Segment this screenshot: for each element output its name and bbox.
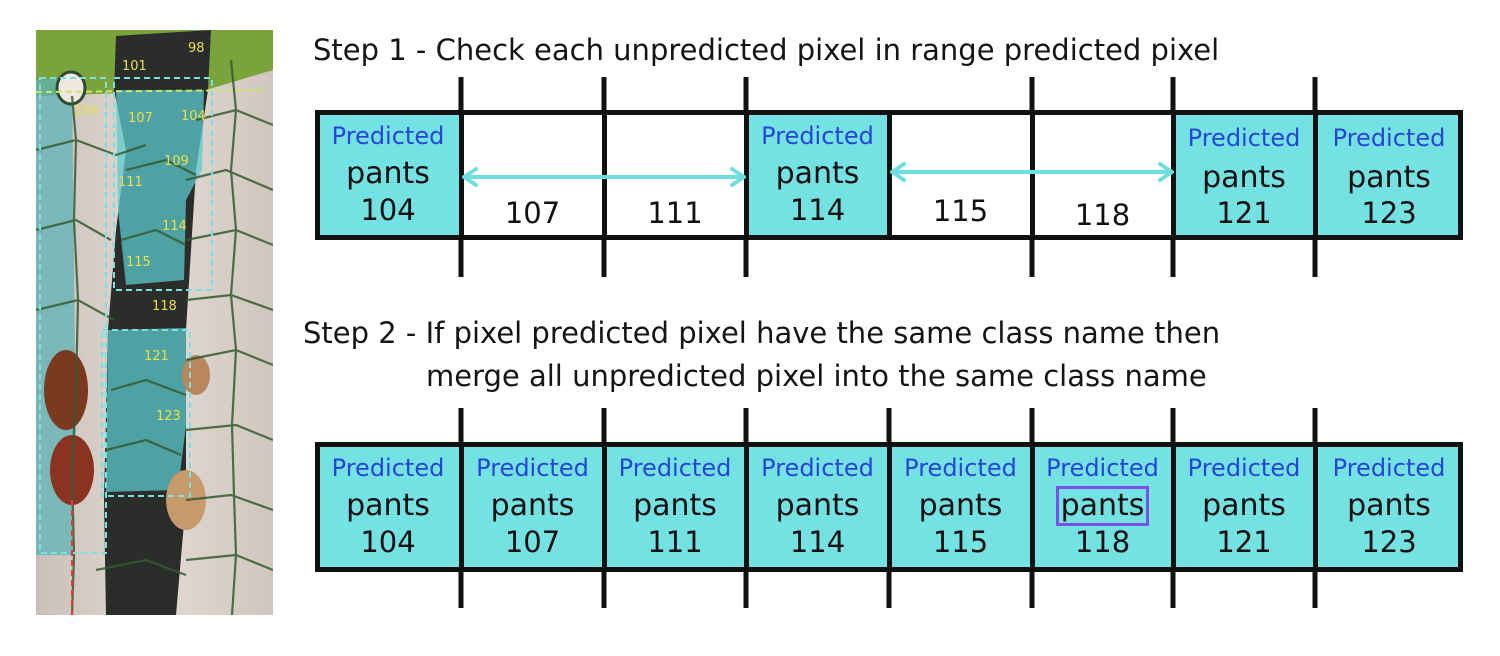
predicted-label: Predicted: [761, 122, 874, 150]
class-name: pants: [1347, 488, 1431, 523]
class-name: pants: [346, 156, 430, 191]
pixel-id: 123: [1361, 525, 1417, 559]
pixel-cell: Predicted pants 123: [1315, 110, 1463, 240]
pixel-cell: Predicted pants 114: [746, 110, 889, 240]
step1-title: Step 1 - Check each unpredicted pixel in…: [313, 33, 1220, 67]
pixel-id: 104: [360, 525, 416, 559]
pixel-cell: Predicted pants 115: [889, 442, 1032, 572]
pixel-cell: 107: [461, 110, 604, 240]
class-name: pants: [1202, 488, 1286, 523]
pixel-id: 111: [647, 525, 703, 559]
pixel-id: 107: [504, 196, 561, 230]
class-name: pants: [1347, 160, 1431, 195]
segment-label: 114: [162, 219, 187, 234]
predicted-label: Predicted: [1187, 454, 1301, 482]
segment-label: 111: [118, 175, 143, 190]
predicted-label: Predicted: [1046, 454, 1159, 482]
pixel-cell: Predicted pants 107: [461, 442, 604, 572]
step2-pixel-row: Predicted pants 104 Predicted pants 107 …: [315, 442, 1463, 572]
predicted-label: Predicted: [1187, 124, 1301, 152]
highlighted-class-name: pants: [1055, 486, 1150, 526]
pixel-id: 111: [647, 196, 703, 230]
pixel-cell: Predicted pants 114: [746, 442, 889, 572]
predicted-label: Predicted: [331, 122, 445, 150]
pixel-cell: Predicted pants 111: [604, 442, 746, 572]
pixel-id: 121: [1216, 196, 1272, 230]
step2-title-line2: merge all unpredicted pixel into the sam…: [426, 359, 1207, 393]
pixel-cell: Predicted pants 104: [315, 442, 461, 572]
class-name: pants: [775, 488, 860, 523]
pixel-cell: Predicted pants 121: [1173, 110, 1315, 240]
segment-label: 101: [122, 59, 147, 74]
predicted-label: Predicted: [1332, 124, 1446, 152]
class-name: pants: [775, 156, 860, 191]
segment-label: 118: [152, 299, 177, 314]
segment-label: 104: [181, 109, 206, 124]
pixel-id: 114: [789, 525, 846, 559]
pixel-id: 104: [360, 193, 416, 227]
predicted-label: Predicted: [476, 454, 589, 482]
pixel-cell: 111: [604, 110, 746, 240]
segment-label: 121: [144, 349, 169, 364]
segment-label: 109: [164, 154, 189, 169]
pixel-cell: Predicted pants 123: [1315, 442, 1463, 572]
step2-title-line1: Step 2 - If pixel predicted pixel have t…: [303, 316, 1221, 350]
class-name: pants: [346, 488, 430, 523]
pixel-id: 118: [1074, 198, 1131, 232]
predicted-label: Predicted: [331, 454, 445, 482]
class-name: pants: [1202, 160, 1286, 195]
predicted-label: Predicted: [1332, 454, 1446, 482]
pixel-id: 115: [932, 194, 989, 228]
pixel-id: 115: [932, 525, 989, 559]
class-name: pants: [633, 488, 717, 523]
predicted-label: Predicted: [761, 454, 874, 482]
pixel-cell: Predicted pants 104: [315, 110, 461, 240]
pixel-cell: 118: [1032, 110, 1173, 240]
pixel-cell: 115: [889, 110, 1032, 240]
pixel-id: 123: [1361, 196, 1417, 230]
segment-label: 123: [156, 409, 181, 424]
pixel-cell-highlighted: Predicted pants 118: [1032, 442, 1173, 572]
pixel-id: 118: [1074, 525, 1131, 559]
class-name: pants: [490, 488, 575, 523]
step1-pixel-row: Predicted pants 104 107 111 Predicted pa…: [315, 110, 1463, 240]
predicted-label: Predicted: [904, 454, 1017, 482]
segment-label: 98: [188, 41, 205, 56]
pixel-id: 107: [504, 525, 561, 559]
class-name: pants: [918, 488, 1003, 523]
pixel-id: 121: [1216, 525, 1272, 559]
pixel-id: 114: [789, 193, 846, 227]
segment-label: 104: [74, 104, 99, 119]
predicted-label: Predicted: [618, 454, 732, 482]
segment-label: 107: [128, 111, 153, 126]
segment-label: 115: [126, 255, 151, 270]
segmentation-image: 98 101 104 104 107 109 111 114 115 118 1…: [36, 30, 273, 615]
pixel-cell: Predicted pants 121: [1173, 442, 1315, 572]
